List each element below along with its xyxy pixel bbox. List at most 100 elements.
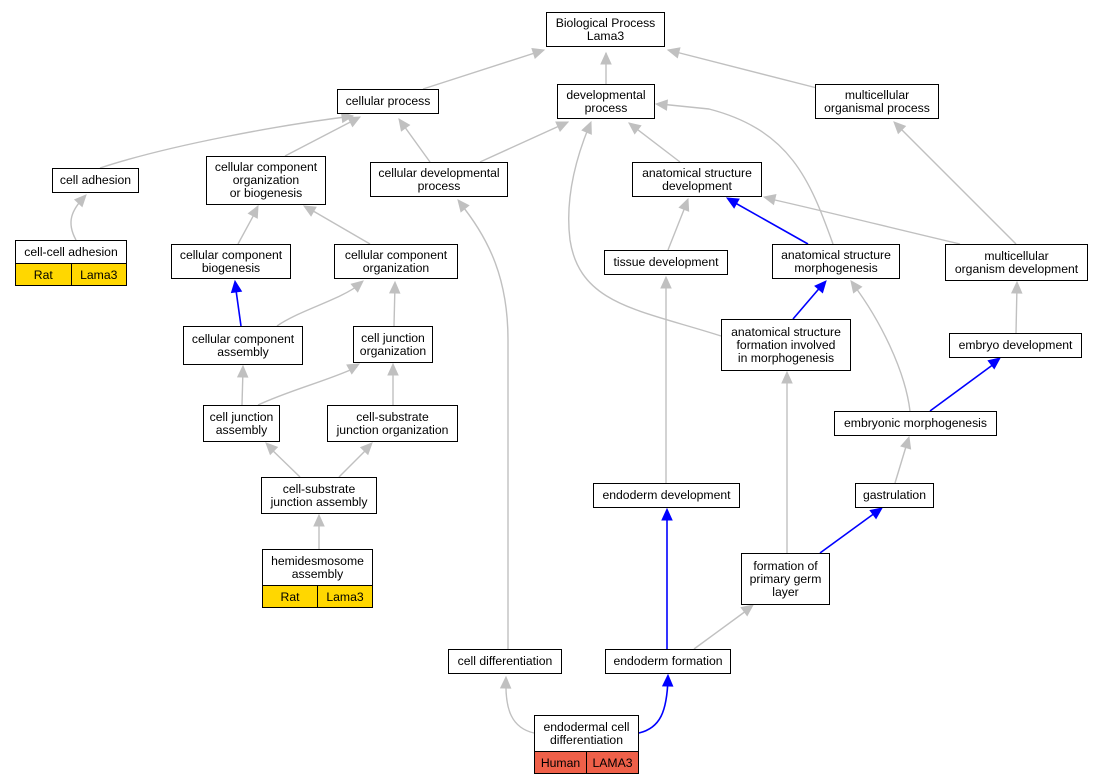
edge-arrowhead	[499, 675, 512, 689]
term-node-csjo[interactable]: cell-substrate junction organization	[327, 405, 458, 442]
edge-arrowhead	[350, 280, 364, 293]
edge-cdp-to-cp	[398, 118, 431, 163]
edge-arrowhead	[236, 364, 249, 378]
term-label: cell junction assembly	[209, 409, 274, 437]
edge-arrowhead	[900, 435, 912, 450]
term-node-em[interactable]: embryonic morphogenesis	[834, 411, 997, 436]
edge-ef-to-endd	[661, 507, 673, 649]
edge-arrowhead	[1010, 280, 1023, 294]
term-node-td[interactable]: tissue development	[604, 250, 728, 275]
term-node-cjo[interactable]: cell junction organization	[353, 326, 433, 363]
term-label: cellular component organization	[344, 247, 448, 275]
edge-csjo-to-cjo	[387, 362, 399, 405]
edge-cja-to-ccas	[236, 364, 249, 406]
edge-cja-to-cjo	[257, 363, 361, 406]
term-node-asd[interactable]: anatomical structure development	[632, 162, 762, 197]
edge-csja-to-cja	[265, 442, 301, 478]
term-node-ccob[interactable]: cellular component organization or bioge…	[206, 156, 326, 205]
edge-ccas-to-cco	[276, 280, 364, 327]
edge-fpgl-to-gas	[819, 507, 883, 554]
edge-arrowhead	[661, 673, 674, 687]
term-node-asf[interactable]: anatomical structure formation involved …	[721, 319, 851, 371]
edge-cdp-to-dp	[479, 121, 570, 163]
gene-tag: Lama3	[317, 586, 372, 607]
edge-mod-to-mop	[893, 121, 1017, 245]
term-node-cp[interactable]: cellular process	[337, 89, 439, 114]
term-label: embryo development	[958, 338, 1073, 352]
edge-arrowhead	[347, 116, 362, 128]
term-node-asm[interactable]: anatomical structure morphogenesis	[772, 244, 900, 279]
edge-arrowhead	[73, 194, 87, 208]
term-label: cell junction organization	[359, 330, 427, 358]
edge-ccob-to-cp	[284, 116, 362, 157]
edge-mod-to-asd	[762, 193, 961, 245]
term-label: Biological Process Lama3	[555, 15, 656, 43]
term-node-csja[interactable]: cell-substrate junction assembly	[261, 477, 377, 514]
gene-tag: LAMA3	[586, 752, 638, 773]
edge-arrowhead	[869, 507, 883, 520]
term-node-dp[interactable]: developmental process	[557, 84, 655, 119]
edge-gas-to-em	[894, 435, 912, 484]
edge-ed-to-mod	[1010, 280, 1023, 334]
term-node-cco[interactable]: cellular component organization	[334, 244, 458, 279]
edge-cp-to-bp	[422, 48, 546, 90]
term-label: cellular developmental process	[378, 165, 500, 193]
term-node-ed[interactable]: embryo development	[949, 333, 1082, 358]
term-node-ccas[interactable]: cellular component assembly	[183, 326, 303, 365]
term-node-bp[interactable]: Biological Process Lama3	[546, 12, 665, 47]
term-node-endd[interactable]: endoderm development	[593, 483, 740, 508]
edge-cjo-to-cco	[388, 280, 401, 327]
term-label: anatomical structure formation involved …	[731, 324, 841, 365]
edge-em-to-asm	[850, 280, 911, 412]
term-label: multicellular organismal process	[824, 87, 930, 115]
term-label: cellular component biogenesis	[179, 247, 283, 275]
term-label: anatomical structure development	[642, 165, 752, 193]
species-tag: Rat	[263, 586, 317, 607]
term-node-ccb[interactable]: cellular component biogenesis	[171, 244, 291, 279]
edge-arrowhead	[661, 507, 673, 521]
edge-arrowhead	[600, 51, 612, 65]
term-node-gas[interactable]: gastrulation	[855, 483, 934, 508]
edge-arrowhead	[457, 199, 470, 213]
edge-arrowhead	[678, 197, 690, 212]
term-label: cellular component organization or bioge…	[214, 160, 318, 200]
term-label: anatomical structure morphogenesis	[781, 247, 891, 275]
term-node-ef[interactable]: endoderm formation	[605, 649, 731, 674]
term-label: cell differentiation	[457, 654, 553, 668]
term-label: cellular process	[345, 94, 431, 108]
edge-arrowhead	[555, 121, 570, 133]
term-label: cell-substrate junction organization	[336, 409, 449, 437]
edge-asm-to-dp	[654, 99, 834, 245]
term-label: developmental process	[566, 87, 646, 115]
edge-dp-to-bp	[600, 51, 612, 84]
term-node-cd[interactable]: cell differentiation	[448, 649, 562, 674]
term-label: multicellular organism development	[954, 248, 1079, 276]
edge-arrowhead	[893, 121, 907, 135]
term-node-cdp[interactable]: cellular developmental process	[370, 162, 508, 197]
term-label: endoderm formation	[613, 654, 723, 668]
term-node-mod[interactable]: multicellular organism development	[945, 244, 1088, 281]
edge-arrowhead	[398, 118, 411, 132]
term-node-ca[interactable]: cell adhesion	[52, 168, 139, 193]
term-label: hemidesmosome assembly	[271, 553, 364, 581]
edge-arrowhead	[247, 204, 259, 219]
term-node-mop[interactable]: multicellular organismal process	[815, 84, 939, 119]
species-tag: Rat	[16, 264, 71, 285]
term-node-cja[interactable]: cell junction assembly	[203, 405, 280, 442]
term-label: tissue development	[613, 255, 719, 269]
edge-arrowhead	[581, 120, 592, 135]
term-node-fpgl[interactable]: formation of primary germ layer	[741, 553, 830, 605]
edge-arrowhead	[814, 280, 827, 294]
term-label: embryonic morphogenesis	[844, 416, 987, 430]
edge-arrowhead	[265, 442, 279, 456]
edge-asd-to-dp	[628, 122, 681, 163]
edge-arrowhead	[654, 99, 668, 111]
edge-arrowhead	[666, 47, 681, 59]
edge-arrowhead	[302, 205, 317, 217]
edge-arrowhead	[388, 280, 401, 294]
